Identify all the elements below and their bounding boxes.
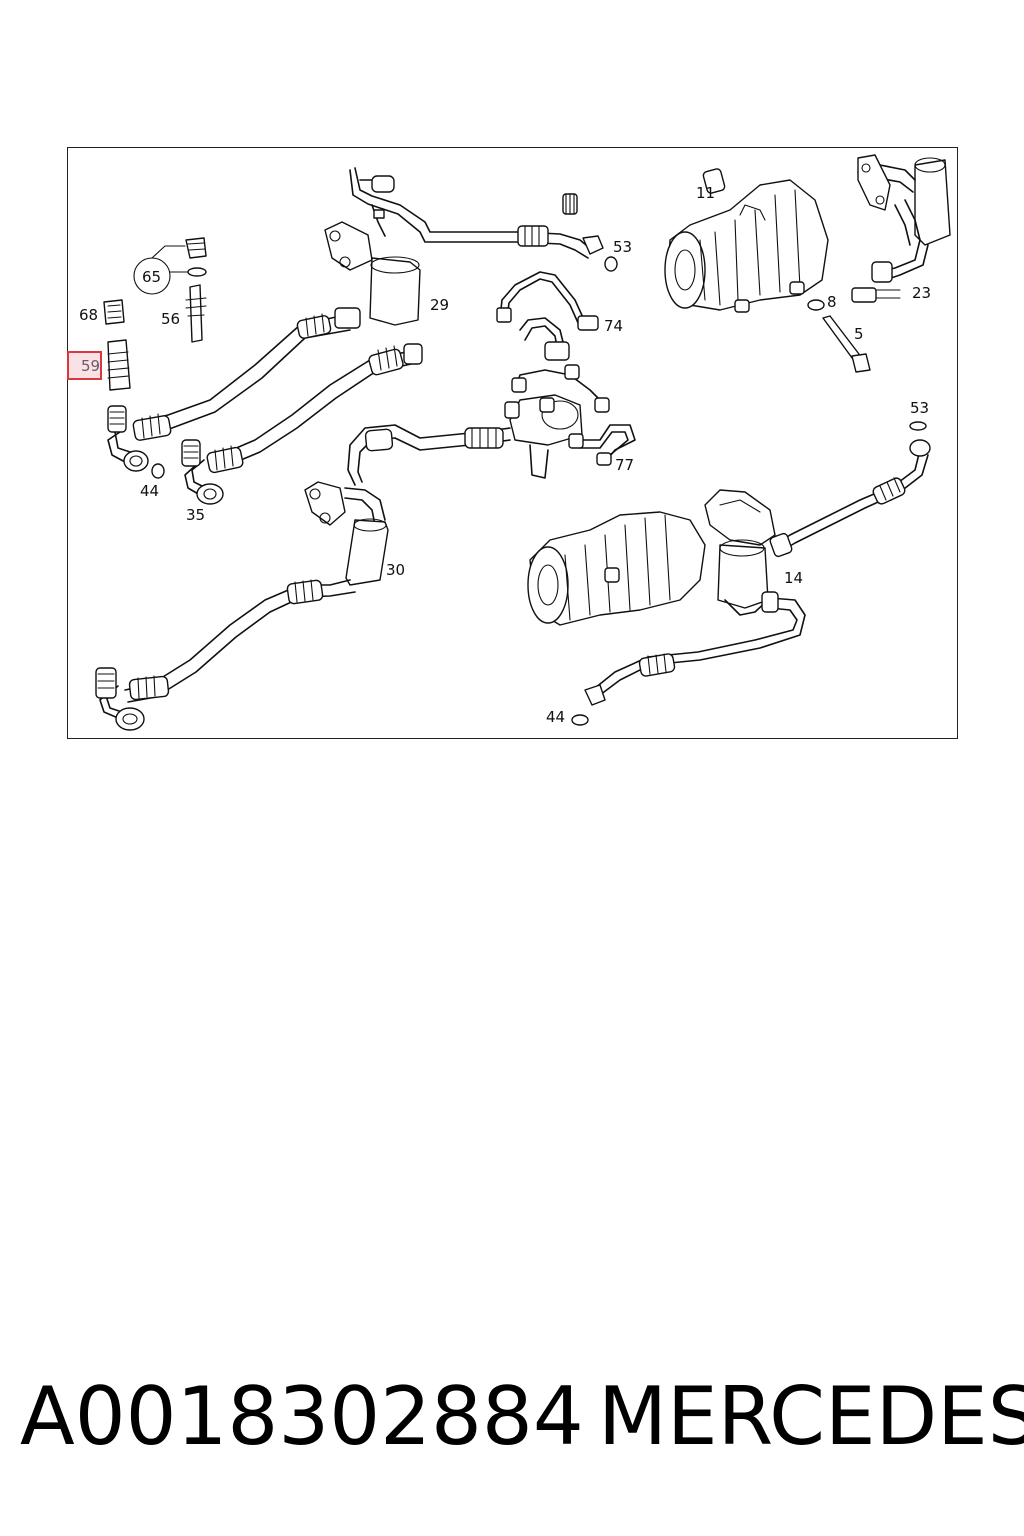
- brand-name: MERCEDES: [598, 1370, 1024, 1463]
- highlighted-callout-59[interactable]: 59: [67, 351, 102, 380]
- receiver-23: [851, 154, 951, 303]
- callout-label: 11: [696, 184, 715, 202]
- callout-label: 77: [615, 456, 634, 474]
- o-rings: [151, 256, 618, 479]
- callout-label: 8: [827, 293, 837, 311]
- callout-label: 53: [613, 238, 632, 256]
- hose-assembly-29: [324, 167, 604, 326]
- part-number: A0018302884: [20, 1370, 584, 1463]
- compressor-bottom: [527, 511, 706, 626]
- callout-label: 44: [140, 482, 159, 500]
- callout-labels: 11 53 29 65 68 56 74 8 23 5 44 35 53 77 …: [79, 184, 931, 726]
- footer-caption: A0018302884 MERCEDES: [20, 1370, 1024, 1470]
- hose-30: [95, 424, 511, 731]
- callout-label: 29: [430, 296, 449, 314]
- hose-upper-left: [107, 307, 361, 472]
- callout-label: 56: [161, 310, 180, 328]
- callout-label: 74: [604, 317, 623, 335]
- bolt-washer: [807, 299, 871, 373]
- callout-label: 44: [546, 708, 565, 726]
- callout-label: 23: [912, 284, 931, 302]
- callout-label: 53: [910, 399, 929, 417]
- compressor-top: [664, 168, 829, 313]
- callout-label: 35: [186, 506, 205, 524]
- center-assembly: [496, 271, 636, 479]
- hose-14: [571, 421, 931, 726]
- small-parts-left: [103, 237, 207, 391]
- callout-label: 30: [386, 561, 405, 579]
- callout-label: 14: [784, 569, 803, 587]
- hose-35: [181, 343, 423, 505]
- callout-label: 68: [79, 306, 98, 324]
- callout-label: 65: [142, 268, 161, 286]
- callout-label: 5: [854, 325, 864, 343]
